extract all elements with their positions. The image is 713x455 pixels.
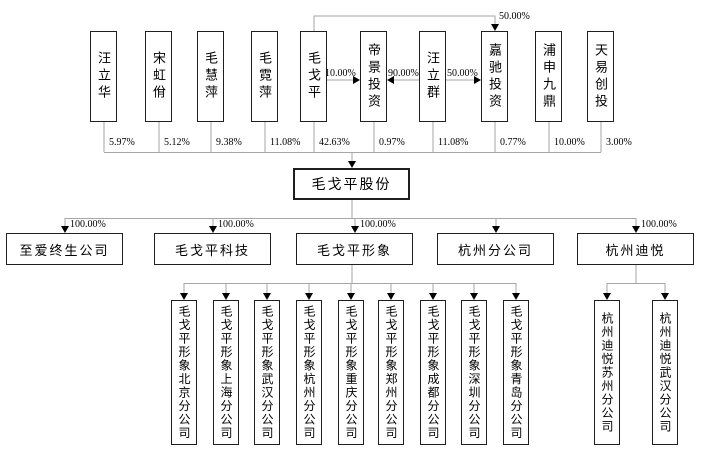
shareholder-box-pushen: 浦申九鼎 xyxy=(535,31,562,122)
branch-box-xingxiang-hangzhou: 毛戈平形象杭州分公司 xyxy=(296,300,322,445)
branch-box-xingxiang-chengdu: 毛戈平形象成都分公司 xyxy=(420,300,446,445)
shareholder-box-wangliqun: 汪立群 xyxy=(419,31,446,122)
pct-label-dijing: 0.97% xyxy=(379,137,405,148)
shareholder-box-maohuiping: 毛慧萍 xyxy=(197,31,224,122)
pct-label-jiachi: 0.77% xyxy=(500,137,526,148)
shareholder-box-dijing: 帝景投资 xyxy=(360,31,387,122)
branch-box-diyue-wuhan: 杭州迪悦武汉分公司 xyxy=(652,300,678,445)
pct-label-maogeping-jiachi: 50.00% xyxy=(499,11,530,22)
subsidiary-box-xingxiang: 毛戈平形象 xyxy=(296,233,413,265)
shareholder-box-tianyi: 天易创投 xyxy=(587,31,614,122)
root-company-box: 毛戈平股份 xyxy=(293,168,410,200)
pct-label-xingxiang: 100.00% xyxy=(360,219,396,230)
pct-label-maohuiping: 9.38% xyxy=(216,137,242,148)
pct-label-maogeping: 42.63% xyxy=(319,137,350,148)
pct-label-tianyi: 3.00% xyxy=(606,137,632,148)
pct-label-wangliqun-jiachi: 50.00% xyxy=(447,68,478,79)
pct-label-songhongyi: 5.12% xyxy=(164,137,190,148)
branch-box-xingxiang-wuhan: 毛戈平形象武汉分公司 xyxy=(254,300,280,445)
pct-label-keji: 100.00% xyxy=(218,219,254,230)
subsidiary-box-hangzhou-branch: 杭州分公司 xyxy=(437,233,554,265)
pct-label-pushen: 10.00% xyxy=(554,137,585,148)
pct-label-wanglihua: 5.97% xyxy=(109,137,135,148)
shareholder-box-jiachi: 嘉驰投资 xyxy=(481,31,508,122)
pct-label-wangliqun: 11.08% xyxy=(438,137,469,148)
shareholder-box-songhongyi: 宋虹佾 xyxy=(145,31,172,122)
branch-box-xingxiang-shenzhen: 毛戈平形象深圳分公司 xyxy=(461,300,487,445)
pct-label-zhiaizhongsheng: 100.00% xyxy=(70,219,106,230)
branch-box-xingxiang-shanghai: 毛戈平形象上海分公司 xyxy=(213,300,239,445)
subsidiary-box-zhiaizhongsheng: 至爱终生公司 xyxy=(6,233,123,265)
branch-box-xingxiang-qingdao: 毛戈平形象青岛分公司 xyxy=(503,300,529,445)
branch-box-xingxiang-zhengzhou: 毛戈平形象郑州分公司 xyxy=(378,300,404,445)
branch-box-diyue-suzhou: 杭州迪悦苏州分公司 xyxy=(594,300,620,445)
pct-label-maoniping: 11.08% xyxy=(270,137,301,148)
pct-label-diyue: 100.00% xyxy=(641,219,677,230)
branch-box-xingxiang-chongqing: 毛戈平形象重庆分公司 xyxy=(338,300,364,445)
subsidiary-box-diyue: 杭州迪悦 xyxy=(577,233,694,265)
wire-lines xyxy=(64,15,666,293)
shareholder-box-maoniping: 毛霓萍 xyxy=(251,31,278,122)
wire-arrowheads xyxy=(61,24,669,300)
pct-label-maogeping-dijing: 10.00% xyxy=(325,68,356,79)
branch-box-xingxiang-beijing: 毛戈平形象北京分公司 xyxy=(171,300,197,445)
shareholder-box-maogeping: 毛戈平 xyxy=(300,31,327,122)
subsidiary-box-keji: 毛戈平科技 xyxy=(154,233,271,265)
shareholder-box-wanglihua: 汪立华 xyxy=(90,31,117,122)
pct-label-wangliqun-dijing: 90.00% xyxy=(388,68,419,79)
